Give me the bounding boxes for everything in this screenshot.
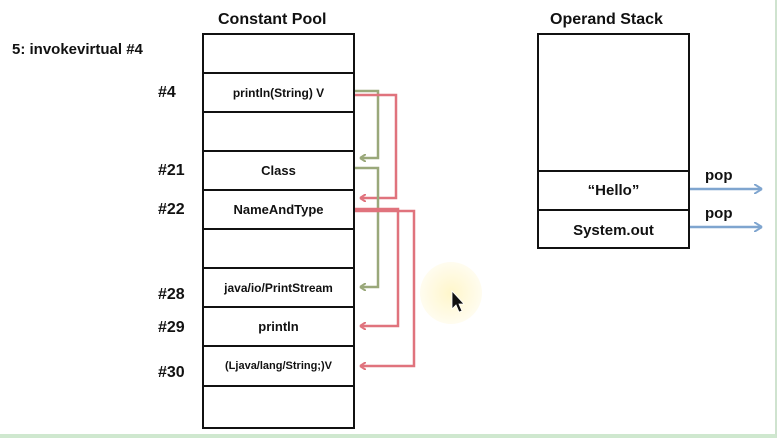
instruction-label: 5: invokevirtual #4	[12, 41, 143, 58]
operand-stack-title: Operand Stack	[550, 11, 663, 28]
ref-label-28: #28	[158, 286, 185, 303]
operand-stack-box: “Hello” System.out	[537, 33, 690, 249]
ref-label-29: #29	[158, 319, 185, 336]
arrow-21-to-28	[355, 166, 380, 287]
mouse-pointer-icon	[451, 289, 465, 313]
pool-row-22: NameAndType	[204, 191, 353, 230]
ref-label-21: #21	[158, 162, 185, 179]
arrow-4-to-21	[355, 89, 380, 158]
constant-pool-table: println(String) V Class NameAndType java…	[202, 33, 355, 429]
pool-row-21: Class	[204, 152, 353, 191]
pool-row-30: (Ljava/lang/String;)V	[204, 347, 353, 387]
ref-label-4: #4	[158, 84, 176, 101]
arrow-4-to-22	[355, 93, 398, 198]
pool-row-empty	[204, 35, 353, 74]
stack-item-system-out: System.out	[539, 209, 688, 249]
pool-row-29: println	[204, 308, 353, 347]
pool-row-4: println(String) V	[204, 74, 353, 113]
pool-row-empty	[204, 113, 353, 152]
pop-label-2: pop	[705, 205, 733, 222]
constant-pool-title: Constant Pool	[218, 11, 327, 28]
ref-label-22: #22	[158, 201, 185, 218]
cursor-highlight	[420, 262, 482, 324]
pop-label-1: pop	[705, 167, 733, 184]
stack-item-hello: “Hello”	[539, 170, 688, 209]
arrow-22-to-30	[355, 209, 416, 366]
pool-row-empty	[204, 230, 353, 269]
arrow-22-to-29	[355, 207, 400, 326]
pool-row-28: java/io/PrintStream	[204, 269, 353, 308]
ref-label-30: #30	[158, 364, 185, 381]
